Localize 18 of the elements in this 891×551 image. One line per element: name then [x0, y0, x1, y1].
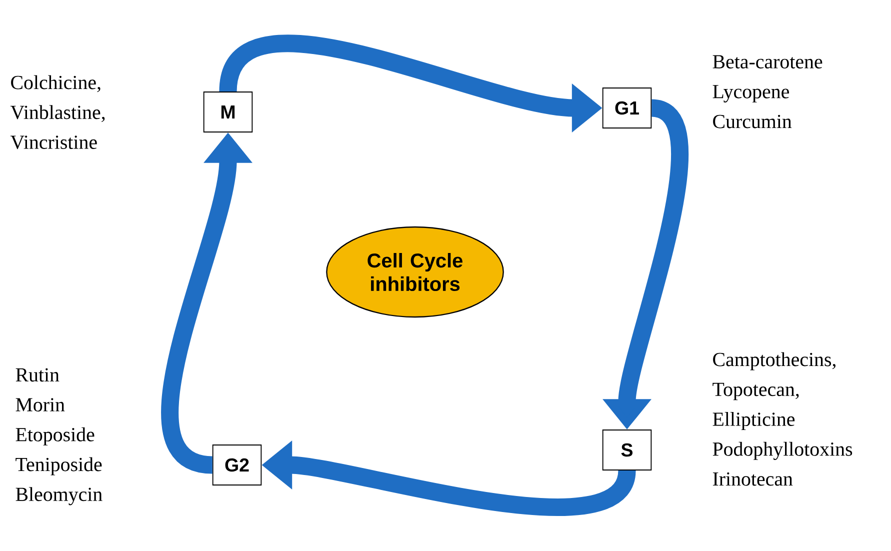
drug-list: Camptothecins, Topotecan, Ellipticine Podophyllotoxins Irinotecan [712, 352, 852, 486]
phase-box: S [602, 430, 652, 470]
drug-list: Rutin Morin Etoposide Teniposide Bleomycin [16, 368, 102, 506]
node-label: Bleomycin [16, 487, 102, 506]
phase-box: M [203, 92, 253, 132]
node-label: Rutin [16, 368, 60, 382]
node-label: Irinotecan [712, 472, 793, 486]
node-label: Morin [16, 398, 65, 412]
phase-box: G2 [212, 444, 262, 486]
node-label: Etoposide [16, 427, 94, 446]
drug-list: Colchicine, Vinblastine, Vincristine [10, 75, 105, 150]
node-label: Podophyllotoxins [712, 442, 852, 460]
node-label: Topotecan, [712, 382, 799, 400]
node-label: Teniposide [16, 457, 102, 476]
phase-box: G1 [602, 88, 652, 128]
drug-list: Beta-carotene Lycopene Curcumin [712, 55, 822, 128]
node-label: Camptothecins, [713, 352, 836, 370]
node-label: Ellipticine [712, 412, 795, 430]
